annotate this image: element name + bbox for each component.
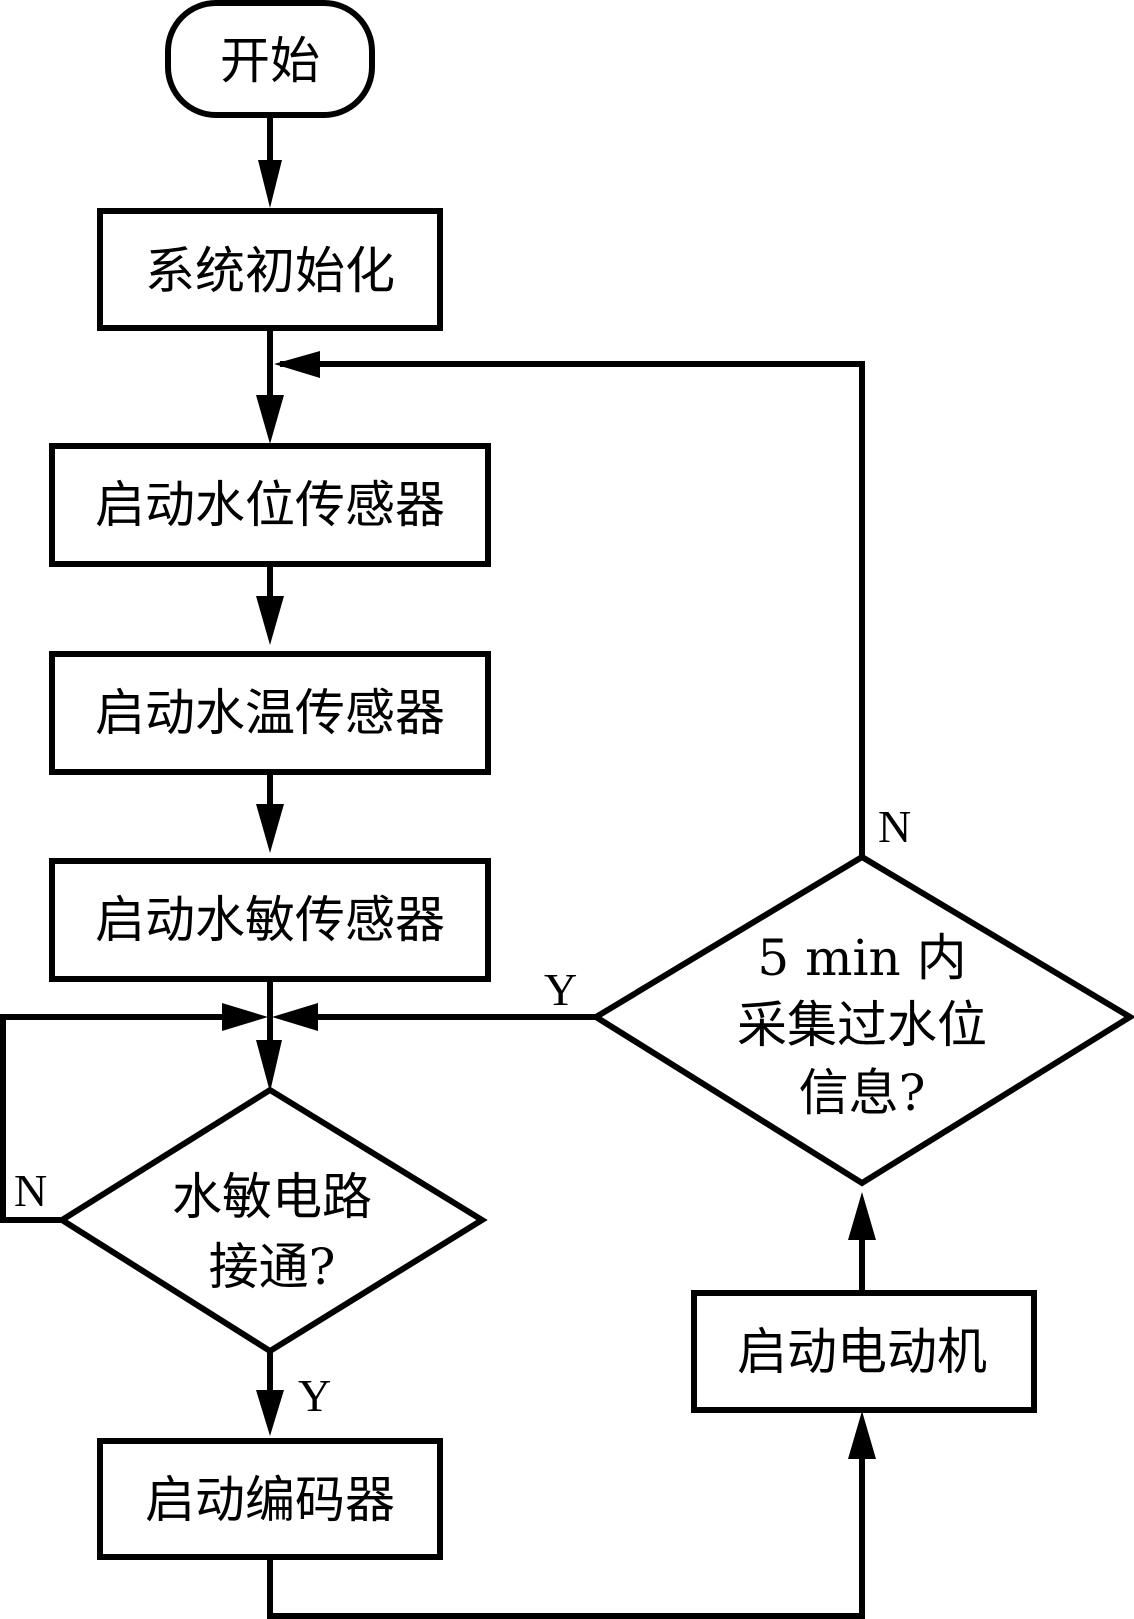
circuit-decision-node: 水敏电路 接通? <box>56 1086 488 1355</box>
arrow-down-icon <box>256 804 284 853</box>
water-level-sensor-node: 启动水位传感器 <box>49 443 491 567</box>
encoder-label: 启动编码器 <box>145 1471 395 1529</box>
init-label: 系统初始化 <box>145 242 395 300</box>
water-temp-sensor-node: 启动水温传感器 <box>49 651 491 775</box>
water-sensitive-sensor-label: 启动水敏传感器 <box>95 891 445 949</box>
collect-decision-line-2: 采集过水位 <box>737 996 987 1054</box>
circuit-decision-line-2: 接通? <box>209 1238 336 1296</box>
arrow-up-icon <box>848 1411 876 1459</box>
arrow-left-icon <box>274 351 320 378</box>
arrow-down-icon <box>256 1040 282 1092</box>
edge-encoder-to-motor <box>267 1455 865 1619</box>
circuit-no-label: N <box>14 1165 47 1216</box>
collect-decision-line-3: 信息? <box>799 1064 926 1122</box>
circuit-decision-line-1: 水敏电路 <box>172 1168 372 1226</box>
arrowheads <box>222 160 876 1459</box>
edge-collect-no-loop <box>280 361 865 860</box>
init-node: 系统初始化 <box>97 208 443 331</box>
water-level-sensor-label: 启动水位传感器 <box>95 476 445 534</box>
connectors <box>0 118 865 1619</box>
collect-yes-label: Y <box>544 964 577 1015</box>
arrow-left-icon <box>272 1003 318 1031</box>
edge-circuit-no-loop <box>0 1014 228 1223</box>
arrow-down-icon <box>256 1390 284 1436</box>
motor-node: 启动电动机 <box>691 1290 1037 1413</box>
water-temp-sensor-label: 启动水温传感器 <box>95 684 445 742</box>
encoder-node: 启动编码器 <box>97 1438 443 1560</box>
circuit-yes-label: Y <box>298 1370 331 1421</box>
water-sensitive-sensor-node: 启动水敏传感器 <box>49 858 491 982</box>
collect-decision-node: 5 min 内 采集过水位 信息? <box>590 853 1134 1187</box>
collect-no-label: N <box>878 801 911 852</box>
arrow-down-icon <box>256 395 284 444</box>
start-node: 开始 <box>165 0 375 118</box>
start-label: 开始 <box>220 32 320 90</box>
arrow-down-icon <box>258 160 282 208</box>
collect-decision-line-1: 5 min 内 <box>757 929 966 987</box>
arrow-up-icon <box>848 1192 876 1240</box>
arrow-down-icon <box>256 596 284 645</box>
arrow-right-icon <box>222 1003 268 1031</box>
motor-label: 启动电动机 <box>737 1323 987 1381</box>
